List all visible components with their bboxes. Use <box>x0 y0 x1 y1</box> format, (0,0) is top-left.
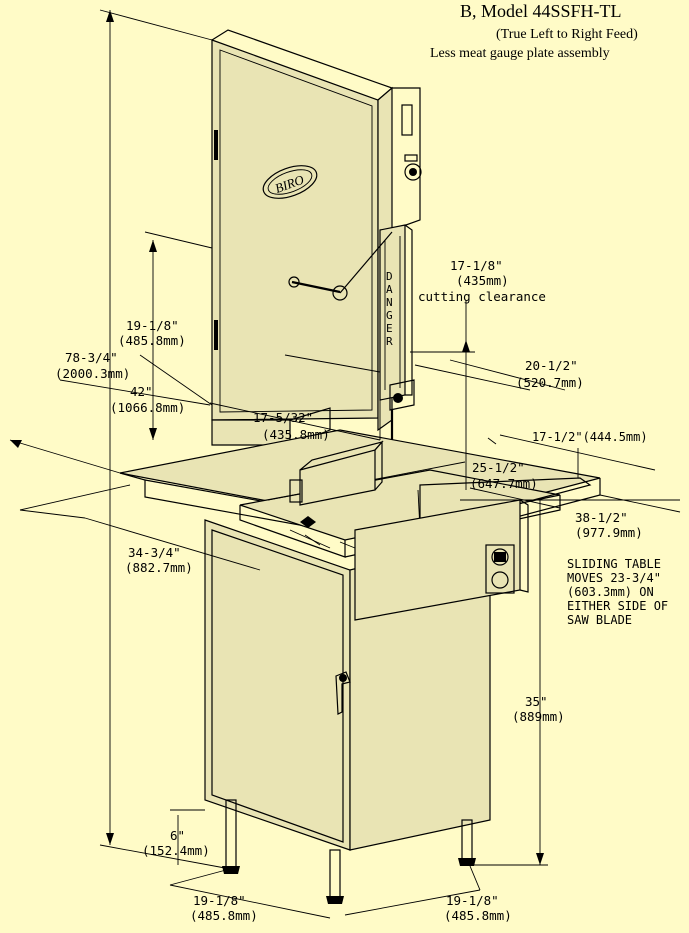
svg-text:(485.8mm): (485.8mm) <box>444 908 512 923</box>
svg-text:N: N <box>386 296 393 309</box>
svg-text:(520.7mm): (520.7mm) <box>516 375 584 390</box>
dimension-labels: 78-3/4" (2000.3mm) 19-1/8" (485.8mm) 42"… <box>55 258 648 923</box>
svg-text:(485.8mm): (485.8mm) <box>190 908 258 923</box>
dim-table-depth: 38-1/2" <box>575 510 628 525</box>
svg-text:(603.3mm) ON: (603.3mm) ON <box>567 585 654 599</box>
dim-overall-height: 78-3/4" <box>65 350 118 365</box>
cutting-table <box>119 429 601 558</box>
dim-leg-height: 6" <box>170 828 185 843</box>
svg-text:(977.9mm): (977.9mm) <box>575 525 643 540</box>
header-model: B, Model 44SSFH-TL <box>460 1 622 21</box>
svg-text:A: A <box>386 283 393 296</box>
dim-table-rear: 17-1/2"(444.5mm) <box>532 430 648 444</box>
sliding-table-note: SLIDING TABLE MOVES 23-3/4" (603.3mm) ON… <box>567 557 668 627</box>
header-note: Less meat gauge plate assembly <box>430 46 610 61</box>
dim-table-height-35: 35" <box>525 694 548 709</box>
cabinet-base <box>204 499 529 904</box>
dim-saw-width: 17-5/32" <box>253 410 313 425</box>
svg-text:(152.4mm): (152.4mm) <box>142 843 210 858</box>
svg-text:SLIDING TABLE: SLIDING TABLE <box>567 557 661 571</box>
dim-base-right: 19-1/8" <box>446 893 499 908</box>
svg-text:G: G <box>386 309 393 322</box>
danger-label: D A N G E R <box>386 270 393 348</box>
svg-text:E: E <box>386 322 393 335</box>
guide-handle <box>288 231 393 301</box>
svg-text:R: R <box>386 335 393 348</box>
svg-text:(1066.8mm): (1066.8mm) <box>110 400 185 415</box>
svg-text:EITHER SIDE OF: EITHER SIDE OF <box>567 599 668 613</box>
dim-cutting-clearance: 17-1/8" <box>450 258 503 273</box>
svg-text:(647.7mm): (647.7mm) <box>470 476 538 491</box>
dim-head-height: 19-1/8" <box>126 318 179 333</box>
dimension-lines <box>9 9 681 919</box>
svg-text:(485.8mm): (485.8mm) <box>118 333 186 348</box>
svg-text:cutting clearance: cutting clearance <box>418 289 546 304</box>
header-feed: (True Left to Right Feed) <box>496 27 638 42</box>
svg-text:(2000.3mm): (2000.3mm) <box>55 366 130 381</box>
svg-text:(435mm): (435mm) <box>456 273 509 288</box>
dim-throat-depth: 20-1/2" <box>525 358 578 373</box>
svg-text:SAW BLADE: SAW BLADE <box>567 613 632 627</box>
svg-text:D: D <box>386 270 393 283</box>
dim-table-height-42: 42" <box>130 384 153 399</box>
svg-text:MOVES 23-3/4": MOVES 23-3/4" <box>567 571 661 585</box>
svg-text:(435.8mm): (435.8mm) <box>262 427 330 442</box>
dim-table-width: 34-3/4" <box>128 545 181 560</box>
svg-text:(889mm): (889mm) <box>512 709 565 724</box>
dim-base-left: 19-1/8" <box>193 893 246 908</box>
dim-carriage-width: 25-1/2" <box>472 460 525 475</box>
svg-text:(882.7mm): (882.7mm) <box>125 560 193 575</box>
blade-guide-post <box>379 224 415 470</box>
